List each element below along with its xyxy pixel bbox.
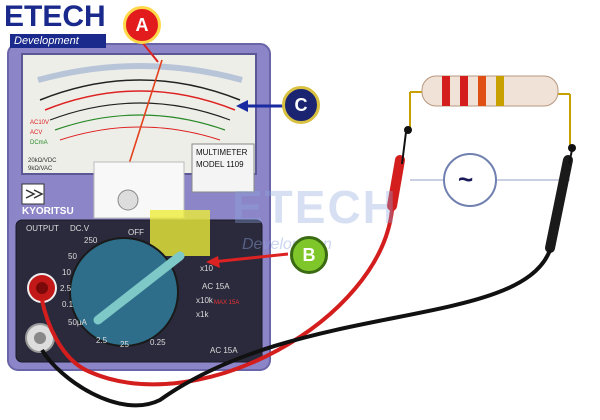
ohm-tick-x10k: x10k	[196, 296, 213, 305]
resistor-band-1	[442, 76, 450, 106]
meter-model: MODEL 1109	[196, 160, 244, 169]
red-probe[interactable]	[387, 155, 405, 211]
scale-label-ac10v: AC10V	[30, 120, 50, 126]
range-highlight	[150, 210, 210, 256]
selector-pointer	[93, 251, 185, 325]
rotary-selector[interactable]	[69, 237, 179, 347]
scale-label-9k: 9kΩ/VAC	[28, 166, 53, 172]
meter-label: MULTIMETER	[196, 148, 248, 157]
resistor-band-2	[460, 76, 468, 106]
callout-c: C	[282, 86, 320, 124]
scale-label-dcma: DCmA	[30, 140, 48, 146]
ac-symbol: ~	[458, 164, 474, 194]
callout-b: B	[290, 236, 328, 274]
dcv-tick-0.1: 0.1	[62, 300, 74, 309]
zero-adjust-window	[93, 161, 185, 219]
scale-arc-ohm	[39, 79, 241, 101]
dcv-tick-10: 10	[62, 268, 71, 277]
label-plate	[191, 143, 255, 193]
etech-logo: ETECH Development	[4, 0, 108, 48]
output-label: OUTPUT	[26, 224, 59, 233]
resistor	[421, 75, 559, 107]
ac-source	[443, 153, 497, 207]
resistor-band-3	[478, 76, 486, 106]
dcv-tick-50: 50	[68, 252, 77, 261]
callout-a-arrow	[141, 41, 159, 63]
resistor-band-4	[496, 76, 504, 106]
black-probe[interactable]	[545, 155, 573, 253]
scale-arc-dcv	[49, 102, 231, 121]
logo-tagline: Development	[10, 34, 106, 48]
dcma-tick-0.25: 0.25	[150, 338, 166, 347]
scale-arc-ma	[54, 114, 226, 131]
callout-b-arrow	[211, 252, 289, 264]
scale-arc-ac	[44, 90, 236, 111]
ac15a-label-bottom: AC 15A	[210, 346, 238, 355]
scale-label-acv: ACV	[30, 130, 43, 136]
logo-brand: ETECH	[4, 0, 106, 33]
ohm-tick-x1k: x1k	[196, 310, 209, 319]
dcv-label: DC.V	[70, 224, 90, 233]
dcv-tick-2.5: 2.5	[60, 284, 72, 293]
dcma-tick-50ua: 50µA	[68, 318, 87, 327]
dcma-tick-25: 25	[120, 340, 129, 349]
max-15a-label: MAX 15A	[214, 300, 240, 306]
dcma-tick-2.5: 2.5	[96, 336, 108, 345]
scale-label-20k: 20kΩ/VDC	[28, 158, 57, 164]
ac15a-label-top: AC 15A	[202, 282, 230, 291]
red-cable	[40, 209, 394, 387]
black-cable	[40, 249, 552, 408]
dcv-tick-250: 250	[84, 236, 98, 245]
zero-adjust-screw[interactable]	[117, 189, 139, 211]
meter-brand: KYORITSU	[22, 206, 74, 217]
watermark-brand: ETECH	[232, 181, 398, 233]
mirror-strip	[37, 63, 243, 83]
callout-a: A	[123, 6, 161, 44]
off-label: OFF	[128, 228, 144, 237]
ohm-tick-x10: x10	[200, 264, 213, 273]
